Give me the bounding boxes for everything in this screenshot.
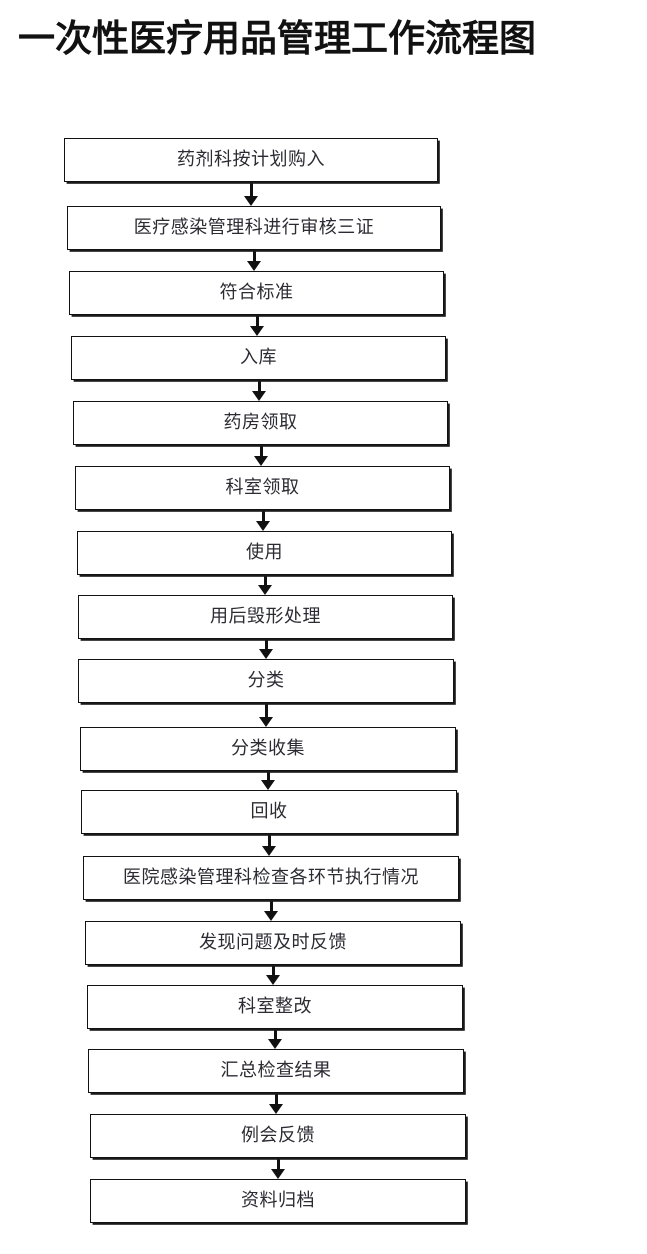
- flow-arrow-down-icon: [259, 639, 273, 659]
- flow-arrow-down-icon: [254, 445, 268, 466]
- flow-arrow-down-icon: [250, 315, 264, 336]
- flow-node-13[interactable]: 发现问题及时反馈: [85, 921, 461, 965]
- flow-arrow-down-icon: [244, 182, 258, 206]
- flow-node-2[interactable]: 医疗感染管理科进行审核三证: [67, 206, 441, 250]
- flow-node-label: 分类: [247, 670, 285, 691]
- flow-node-label: 回收: [250, 801, 288, 822]
- flow-node-label: 药剂科按计划购入: [177, 149, 325, 170]
- arrow-head: [256, 521, 270, 531]
- flow-arrow-down-icon: [259, 703, 273, 727]
- arrow-head: [259, 717, 273, 727]
- flow-arrow-down-icon: [269, 1093, 283, 1114]
- flow-node-label: 药房领取: [223, 412, 298, 433]
- arrow-head: [262, 846, 276, 856]
- flow-node-label: 医疗感染管理科进行审核三证: [133, 217, 375, 238]
- flow-arrow-down-icon: [262, 834, 276, 856]
- flow-arrow-down-icon: [256, 510, 270, 531]
- flow-arrow-down-icon: [264, 900, 278, 921]
- flow-node-4[interactable]: 入库: [71, 336, 446, 380]
- flow-node-label: 医院感染管理科检查各环节执行情况: [123, 867, 419, 888]
- flow-node-1[interactable]: 药剂科按计划购入: [64, 138, 438, 182]
- flow-arrow-down-icon: [271, 1158, 285, 1179]
- flow-node-15[interactable]: 汇总检查结果: [88, 1049, 464, 1093]
- flow-node-5[interactable]: 药房领取: [73, 401, 448, 445]
- arrow-shaft: [259, 445, 263, 457]
- flow-node-10[interactable]: 分类收集: [80, 727, 456, 771]
- arrow-shaft: [252, 250, 256, 262]
- arrow-shaft: [269, 900, 273, 912]
- flow-arrow-down-icon: [268, 1029, 282, 1049]
- flow-node-7[interactable]: 使用: [77, 531, 452, 575]
- arrow-head: [258, 585, 272, 595]
- flow-arrow-down-icon: [261, 771, 275, 790]
- arrow-shaft: [263, 575, 267, 586]
- arrow-head: [244, 196, 258, 206]
- arrow-head: [264, 911, 278, 921]
- flow-node-9[interactable]: 分类: [78, 659, 454, 703]
- flow-node-label: 发现问题及时反馈: [199, 932, 347, 953]
- arrow-shaft: [276, 1158, 280, 1170]
- arrow-head: [269, 1104, 283, 1114]
- arrow-shaft: [266, 771, 270, 781]
- flow-arrow-down-icon: [258, 575, 272, 595]
- flow-arrow-down-icon: [252, 380, 266, 401]
- page-title: 一次性医疗用品管理工作流程图: [18, 17, 536, 60]
- flow-node-label: 使用: [246, 542, 283, 563]
- flow-node-6[interactable]: 科室领取: [75, 466, 450, 510]
- arrow-shaft: [264, 639, 268, 650]
- flow-node-11[interactable]: 回收: [81, 790, 457, 834]
- arrow-head: [271, 1169, 285, 1179]
- flow-node-17[interactable]: 资料归档: [90, 1179, 466, 1223]
- arrow-head: [261, 780, 275, 790]
- arrow-shaft: [267, 834, 271, 847]
- flow-node-label: 分类收集: [231, 738, 305, 759]
- flow-node-label: 符合标准: [219, 282, 294, 303]
- arrow-shaft: [271, 965, 275, 976]
- flow-node-label: 汇总检查结果: [220, 1060, 332, 1081]
- flow-node-3[interactable]: 符合标准: [69, 271, 444, 315]
- flow-node-label: 科室领取: [225, 477, 300, 498]
- flow-node-label: 资料归档: [241, 1190, 315, 1211]
- flow-node-label: 例会反馈: [241, 1125, 315, 1146]
- arrow-head: [247, 261, 261, 271]
- arrow-shaft: [264, 703, 268, 718]
- flow-node-label: 科室整改: [238, 996, 312, 1017]
- flow-node-16[interactable]: 例会反馈: [90, 1114, 466, 1158]
- arrow-shaft: [255, 315, 259, 327]
- arrow-shaft: [257, 380, 261, 392]
- flow-arrow-down-icon: [266, 965, 280, 985]
- arrow-head: [268, 1039, 282, 1049]
- flow-node-14[interactable]: 科室整改: [87, 985, 463, 1029]
- arrow-head: [254, 456, 268, 466]
- flow-node-label: 用后毁形处理: [210, 606, 321, 627]
- arrow-shaft: [274, 1093, 278, 1105]
- arrow-head: [252, 391, 266, 401]
- flow-node-12[interactable]: 医院感染管理科检查各环节执行情况: [83, 856, 459, 900]
- arrow-shaft: [273, 1029, 277, 1040]
- arrow-head: [250, 326, 264, 336]
- flow-node-8[interactable]: 用后毁形处理: [78, 595, 453, 639]
- flow-arrow-down-icon: [247, 250, 261, 271]
- arrow-shaft: [249, 182, 253, 197]
- arrow-shaft: [261, 510, 265, 522]
- arrow-head: [266, 975, 280, 985]
- arrow-head: [259, 649, 273, 659]
- flow-node-label: 入库: [240, 347, 277, 368]
